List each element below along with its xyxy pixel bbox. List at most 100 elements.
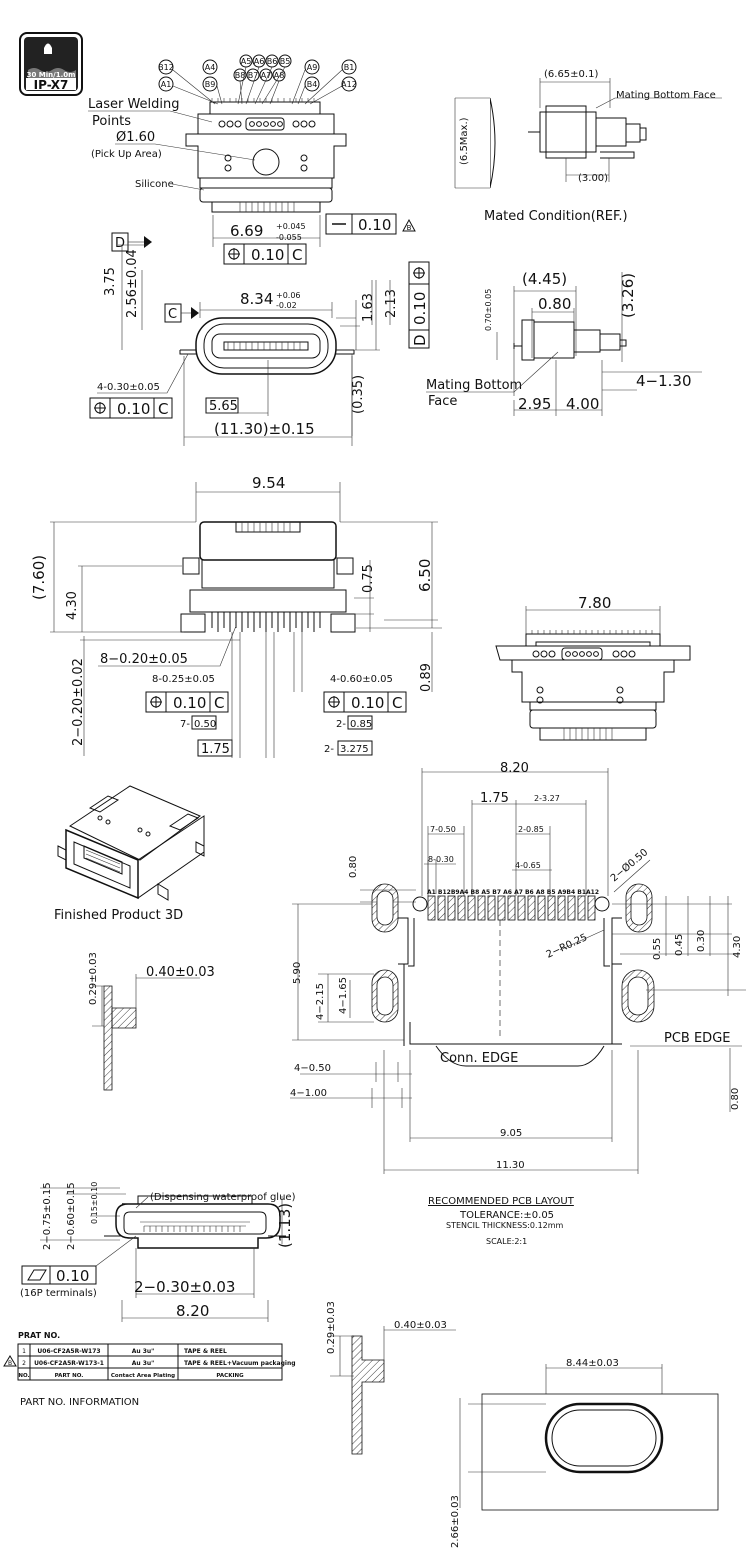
pcb-dim-1-00: 4−1.00 — [290, 1088, 327, 1099]
pcb-r0-25: 2−R0.25 — [545, 932, 589, 961]
dim-0-80: 0.80 — [538, 295, 571, 313]
sec2-w820: 8.20 — [176, 1302, 209, 1320]
pin-label: A4 — [205, 63, 216, 72]
part-table-title: PRAT NO. — [18, 1331, 60, 1340]
pin-label-group-left: B12 A1 A4 B9 — [158, 59, 218, 92]
mated-max: (6.5Max.) — [459, 117, 470, 165]
dim-4-30: 4.30 — [65, 591, 80, 620]
pcb-pin-row: A1 B12B9A4 B8 A5 B7 A6 A7 B6 A8 B5 A9B4 … — [427, 889, 599, 896]
pitch-2b-val: 3.275 — [340, 744, 369, 755]
section-terminal-2: 0.29±0.03 0.40±0.03 — [326, 1301, 456, 1455]
pin-label: A5 — [241, 57, 252, 66]
row2-no: 2 — [22, 1360, 26, 1367]
pcb-dim-0-45: 0.45 — [674, 934, 685, 956]
pin-label: B5 — [280, 57, 291, 66]
section-terminal-1: 0.29±0.03 0.40±0.03 — [88, 952, 215, 1091]
pitch-2b-prefix: 2- — [324, 744, 334, 755]
sec2-w030: 2−0.30±0.03 — [134, 1278, 235, 1296]
sec1-t029: 0.29±0.03 — [88, 952, 99, 1005]
table-rev-mark: B — [8, 1360, 12, 1367]
pcb-stencil: STENCIL THICKNESS:0.12mm — [446, 1221, 564, 1230]
ipx7-badge: 30 Min/1.0m IP-X7 — [19, 32, 83, 96]
row2-part: U06-CF2A5R-W173-1 — [34, 1360, 104, 1367]
side-view: (4.45) 0.80 (3.26) 0.70±0.05 Mating Bott… — [426, 270, 702, 416]
dim-4-45: (4.45) — [522, 270, 567, 288]
pcb-pitch-7: 7-0.50 — [430, 825, 456, 834]
position-tol: 0.10 — [251, 246, 284, 264]
front-pos-datum: C — [158, 400, 168, 418]
pin-label: A9 — [307, 63, 318, 72]
sec3-t029: 0.29±0.03 — [326, 1301, 337, 1354]
badge-rating: IP-X7 — [34, 78, 69, 92]
dim-0-89: 0.89 — [419, 663, 434, 692]
pin-label: B8 — [235, 71, 246, 80]
pcb-edge-label: PCB EDGE — [664, 1031, 730, 1046]
mated-condition-view: (6.5Max.) (6.65±0.1) Mating Bottom Face … — [454, 69, 722, 224]
badge-depth: 30 Min/1.0m — [27, 71, 76, 79]
pitch-2-prefix: 2- — [336, 719, 346, 730]
flatness-value: 0.10 — [358, 216, 391, 234]
row2-plating: Au 3u" — [132, 1360, 155, 1367]
pcb-scale: SCALE:2:1 — [486, 1237, 527, 1246]
dim-2-95: 2.95 — [518, 395, 551, 413]
pins-dim: 8−0.20±0.05 — [100, 652, 188, 667]
front-view: D 3.75 2.56±0.04 C 8.34 +0.06 -0.02 1.63… — [89, 232, 430, 446]
pcb-pitch-4: 4-0.65 — [515, 861, 541, 870]
row1-part: U06-CF2A5R-W173 — [37, 1348, 100, 1355]
row1-no: 1 — [22, 1348, 26, 1355]
dim-0-75: 0.75 — [361, 564, 376, 593]
dim-8-34-lower: -0.02 — [276, 301, 297, 310]
pitch-2-val: 0.85 — [350, 719, 372, 730]
bottom-pos-tol-l: 0.10 — [173, 694, 206, 712]
dim-7-80: 7.80 — [578, 594, 611, 612]
pcb-dim-5-90: 5.90 — [292, 962, 303, 984]
part-number-table: PRAT NO. 1 U06-CF2A5R-W173 Au 3u" TAPE &… — [3, 1331, 296, 1408]
bottom-pos-tol-r: 0.10 — [351, 694, 384, 712]
pins2-dim: 8-0.25±0.05 — [152, 674, 215, 685]
pcb-dim-3-27: 2-3.27 — [534, 794, 560, 803]
pin-label: B6 — [267, 57, 278, 66]
row1-plating: Au 3u" — [132, 1348, 155, 1355]
pin-label: B12 — [158, 63, 174, 72]
pcb-pitch-8: 8-0.30 — [428, 855, 454, 864]
top-view: B12 A1 A4 B9 A5 A6 B6 B5 B8 B7 A7 A8 A9 … — [88, 54, 416, 265]
dim-1-30: 4−1.30 — [636, 372, 692, 390]
pin-label: A1 — [161, 80, 172, 89]
sec2-flat: 0.10 — [56, 1267, 89, 1285]
dim-1-75: 1.75 — [201, 742, 230, 757]
mating-bottom-label: Mating Bottom — [426, 378, 522, 393]
dim-0-20: 2−0.20±0.02 — [71, 658, 86, 746]
bottom-pos-datum-l: C — [214, 694, 224, 712]
hdr-no: NO. — [18, 1373, 29, 1379]
pickup-dia: Ø1.60 — [116, 130, 155, 145]
position-datum: C — [292, 246, 302, 264]
pcb-dim-8-20: 8.20 — [500, 761, 529, 776]
pin-label-group-right: A9 B4 B1 A12 — [304, 59, 357, 92]
rear-view: 7.80 — [495, 594, 691, 741]
dim-8-34: 8.34 — [240, 290, 273, 308]
silicone-label: Silicone — [135, 179, 174, 190]
section-glue: 2−0.75±0.15 2−0.60±0.15 0.15±0.10 (Dispe… — [20, 1182, 296, 1322]
part-info-label: PART NO. INFORMATION — [20, 1397, 139, 1408]
sec2-h015: 0.15±0.10 — [90, 1182, 99, 1224]
pcb-dim-0-80: 0.80 — [348, 856, 359, 878]
pin-label: A8 — [274, 71, 285, 80]
dim-6-50: 6.50 — [416, 559, 434, 592]
hdr-plating: Contact Area Plating — [111, 1373, 175, 1379]
pin-label: A6 — [254, 57, 265, 66]
sec1-t040: 0.40±0.03 — [146, 965, 215, 980]
pcb-dim-1-75: 1.75 — [480, 791, 509, 806]
pcb-dim-0-30: 0.30 — [696, 930, 707, 952]
laser-welding-label: Laser Welding — [88, 97, 180, 112]
pitch-7-prefix: 7- — [180, 719, 190, 730]
hdr-part: PART NO. — [55, 1373, 84, 1379]
pos-d-datum: D — [411, 334, 429, 346]
sec2-h060: 2−0.60±0.15 — [66, 1182, 77, 1250]
pcb-dim-11-30: 11.30 — [496, 1160, 525, 1171]
dim-6-69-upper: +0.045 — [276, 222, 306, 231]
finished-3d-label: Finished Product 3D — [54, 908, 183, 923]
holes-dim-r: 4-0.60±0.05 — [330, 674, 393, 685]
front-pos-tol: 0.10 — [117, 400, 150, 418]
mating-face-label: Face — [428, 394, 457, 409]
